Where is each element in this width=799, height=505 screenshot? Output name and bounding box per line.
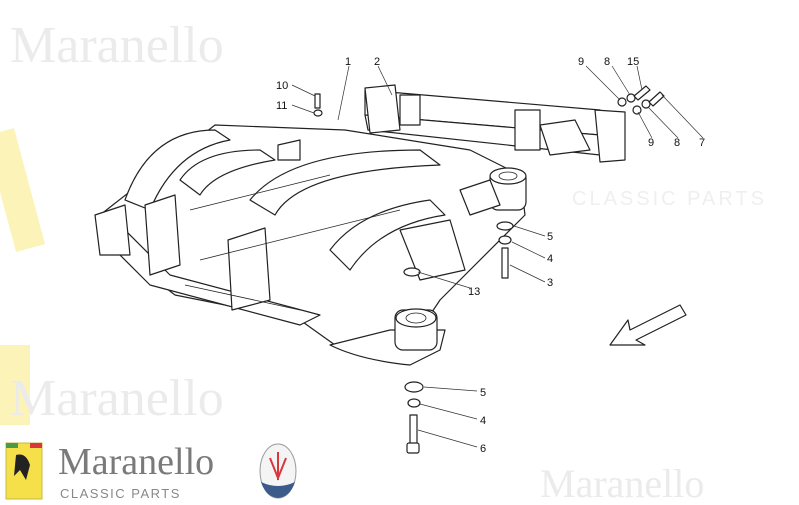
watermark-sub: CLASSIC PARTS	[572, 188, 767, 210]
callout-10: 10	[276, 80, 288, 92]
direction-arrow	[609, 304, 687, 346]
subframe	[94, 124, 527, 366]
callout-9b: 9	[648, 137, 654, 149]
callout-1: 1	[345, 56, 351, 68]
watermark-brand: Maranello	[10, 370, 224, 427]
callout-3: 3	[547, 277, 553, 289]
logo-subtitle: CLASSIC PARTS	[60, 486, 181, 501]
ferrari-badge	[5, 442, 43, 500]
callout-13: 13	[468, 286, 480, 298]
callout-4: 4	[547, 253, 553, 265]
crossmember	[364, 84, 626, 163]
callout-8: 8	[604, 56, 610, 68]
callout-11: 11	[276, 100, 287, 112]
logo-brand: Maranello	[58, 441, 215, 483]
callout-7: 7	[699, 137, 705, 149]
callout-9: 9	[578, 56, 584, 68]
watermark: Maranello Maranello CLASSIC PARTS Marane…	[0, 17, 767, 505]
watermark-brand: Maranello	[10, 17, 224, 74]
callout-15: 15	[627, 56, 639, 68]
callout-8b: 8	[674, 137, 680, 149]
callout-4b: 4	[480, 415, 486, 427]
callout-5b: 5	[480, 387, 486, 399]
callout-6: 6	[480, 443, 486, 455]
watermark-brand: Maranello	[540, 461, 704, 505]
leader-lines	[291, 65, 704, 448]
callout-2: 2	[374, 56, 380, 68]
callouts: 1 2 10 11 9 8 15 9 8 7 5 4 3 13 5 4 6	[276, 56, 705, 455]
maserati-badge	[259, 443, 297, 499]
callout-5: 5	[547, 231, 553, 243]
